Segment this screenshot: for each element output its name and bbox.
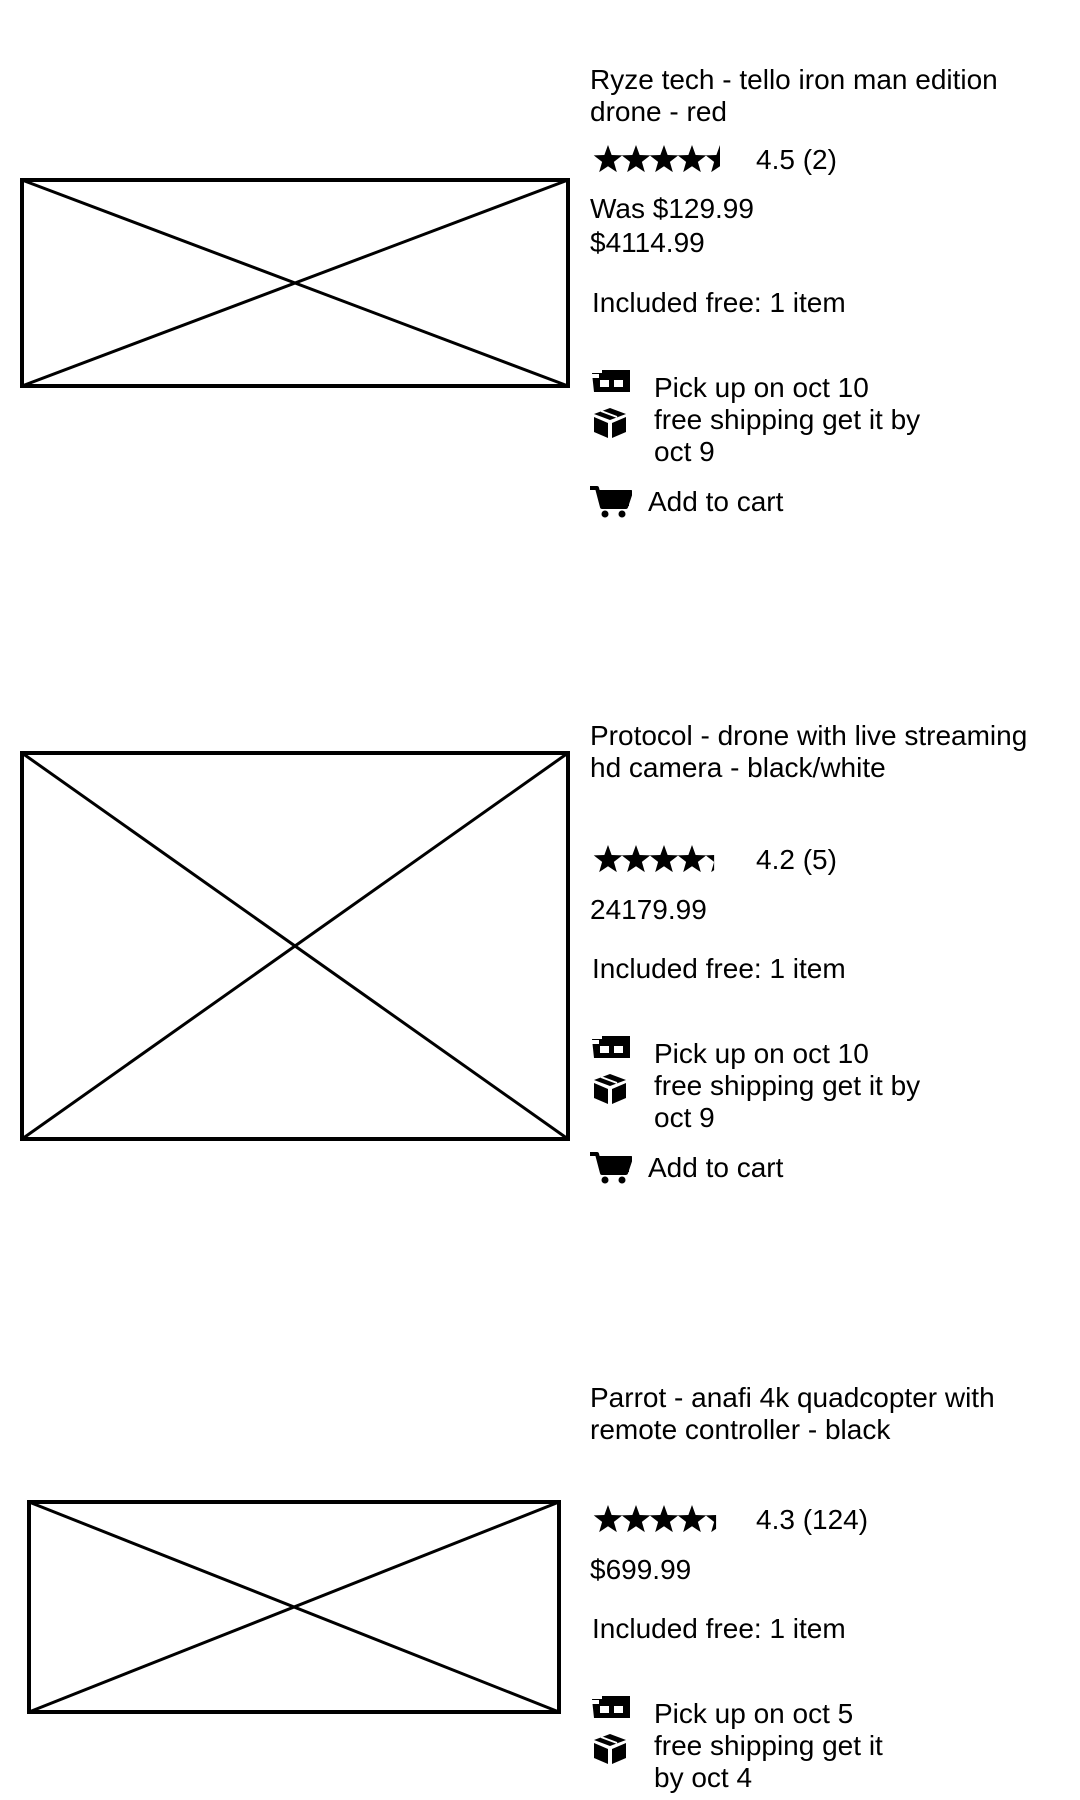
add-to-cart-button[interactable]: Add to cart [590, 1148, 783, 1188]
rating-text: 4.2 (5) [756, 844, 837, 875]
pickup-text: Pick up on oct 10 [654, 372, 869, 403]
product-title[interactable]: Parrot - anafi 4k quadcopter with remote… [590, 1382, 995, 1445]
shipping-text: free shipping get it by oct 4 [654, 1730, 883, 1793]
package-icon [594, 1074, 626, 1104]
cart-icon [590, 486, 632, 518]
rating-text: 4.5 (2) [756, 144, 837, 175]
rating-text: 4.3 (124) [756, 1504, 869, 1535]
package-icon [594, 408, 626, 438]
product-title[interactable]: Ryze tech - tello iron man edition drone… [590, 64, 998, 127]
store-icon [592, 1696, 630, 1718]
star-icon [649, 1505, 679, 1533]
package-icon [594, 1734, 626, 1764]
star-icon [677, 845, 707, 873]
star-icon [705, 1514, 717, 1533]
image-placeholder-icon[interactable] [20, 751, 570, 1141]
star-icon [621, 845, 651, 873]
included-free[interactable]: Included free: 1 item [592, 287, 846, 318]
cart-icon [590, 1152, 632, 1184]
star-rating-icon [593, 1505, 717, 1533]
pickup-text: Pick up on oct 5 [654, 1698, 854, 1729]
included-free[interactable]: Included free: 1 item [592, 953, 846, 984]
product-title[interactable]: Protocol - drone with live streaming hd … [590, 720, 1028, 783]
star-icon [593, 1505, 623, 1533]
current-price: 24179.99 [590, 894, 707, 925]
star-icon [621, 1505, 651, 1533]
star-rating-icon [593, 845, 715, 873]
star-rating-icon [593, 145, 720, 173]
star-icon [705, 855, 715, 873]
star-icon [593, 145, 623, 173]
shipping-text: free shipping get it by oct 9 [654, 1070, 921, 1133]
current-price: $699.99 [590, 1554, 692, 1585]
star-icon [649, 845, 679, 873]
star-icon [677, 145, 707, 173]
add-to-cart-label: Add to cart [648, 1152, 784, 1183]
star-icon [705, 145, 720, 173]
store-icon [592, 1036, 630, 1058]
product-rating[interactable]: 4.3 (124) [592, 1500, 868, 1540]
image-placeholder-icon[interactable] [27, 1500, 561, 1714]
shipping-text: free shipping get it by oct 9 [654, 404, 921, 467]
product-rating[interactable]: 4.5 (2) [592, 140, 837, 180]
pickup-text: Pick up on oct 10 [654, 1038, 869, 1069]
store-icon [592, 370, 630, 392]
was-price: Was $129.99 [590, 193, 754, 224]
product-rating[interactable]: 4.2 (5) [592, 840, 837, 880]
current-price: $4114.99 [590, 227, 705, 258]
star-icon [677, 1505, 707, 1533]
star-icon [649, 145, 679, 173]
add-to-cart-label: Add to cart [648, 486, 784, 517]
star-icon [593, 845, 623, 873]
add-to-cart-button[interactable]: Add to cart [590, 482, 783, 522]
star-icon [621, 145, 651, 173]
image-placeholder-icon[interactable] [20, 178, 570, 388]
included-free[interactable]: Included free: 1 item [592, 1613, 846, 1644]
